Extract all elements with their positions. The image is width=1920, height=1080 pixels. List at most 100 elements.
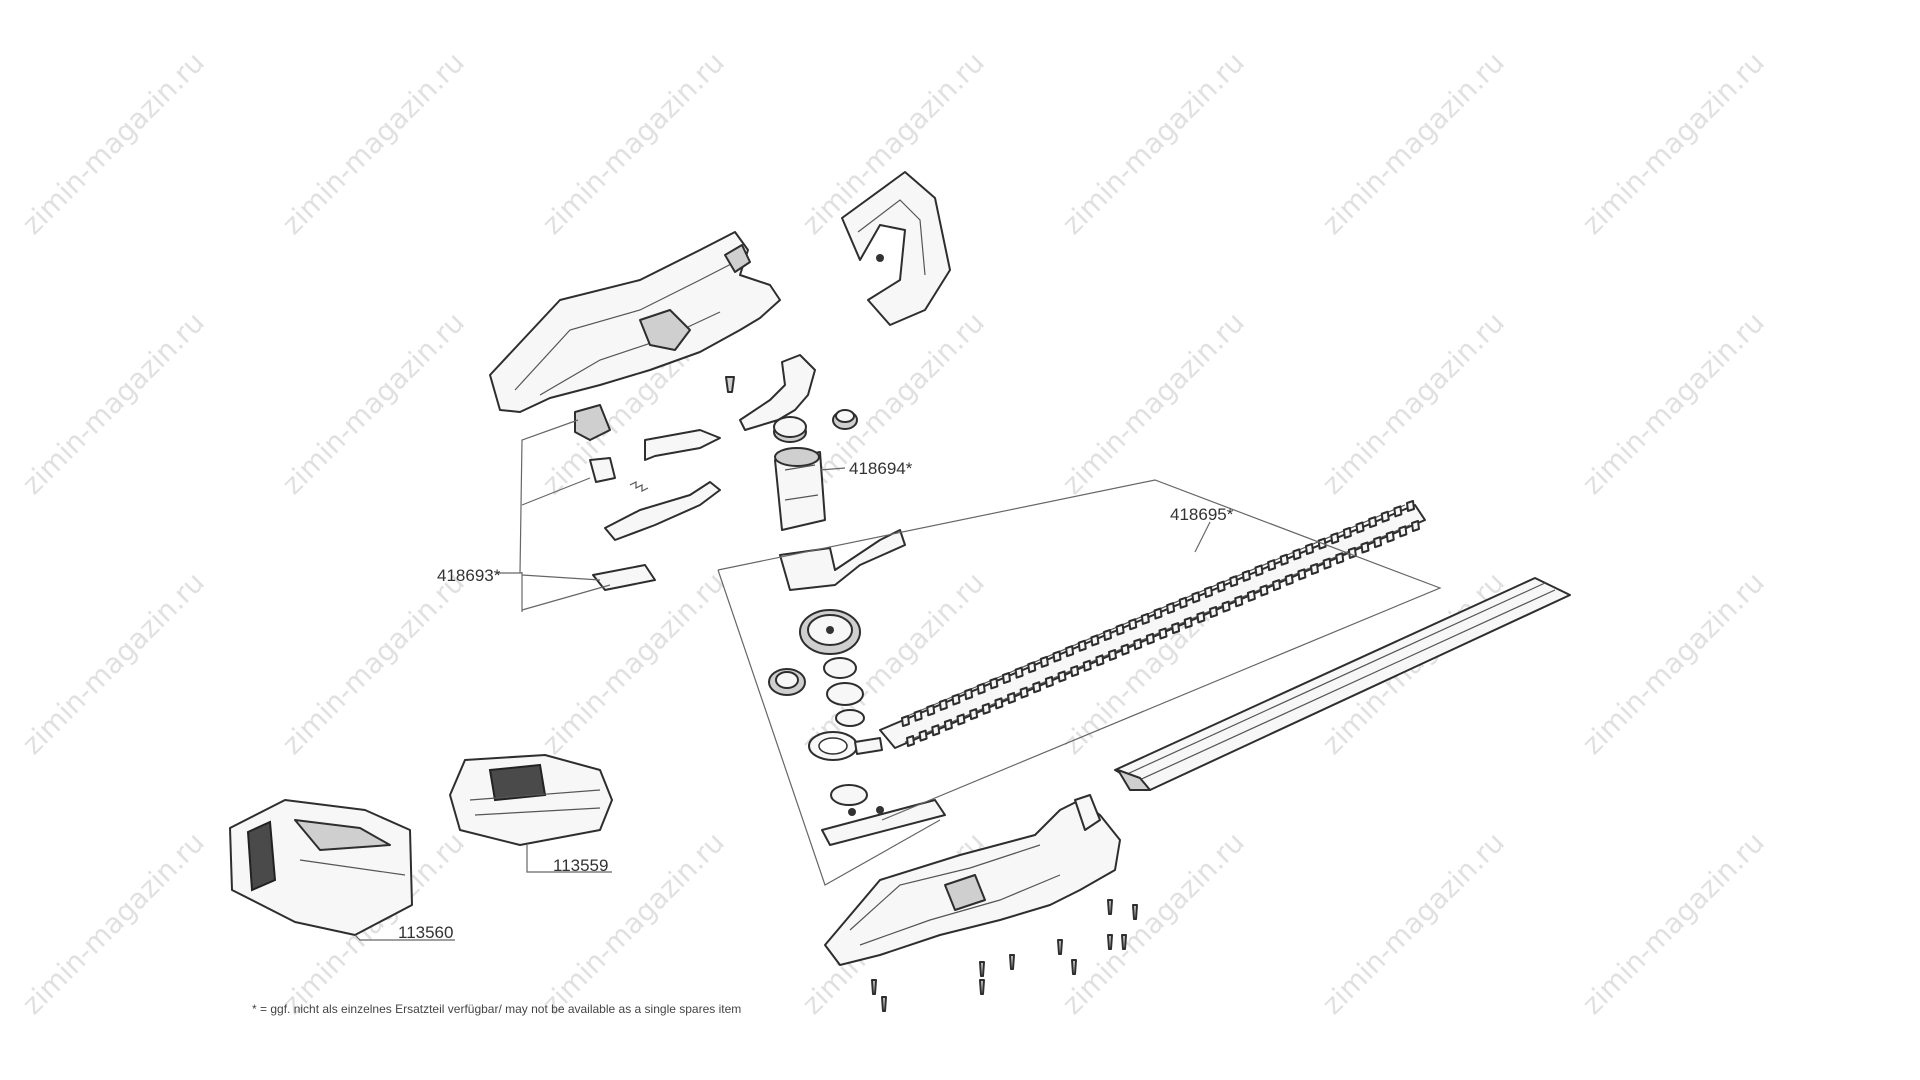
- blade-tooth: [918, 729, 928, 742]
- blade-tooth: [1373, 536, 1383, 549]
- watermark-text: zimin-magazin.ru: [16, 826, 211, 1021]
- watermark-text: zimin-magazin.ru: [276, 566, 471, 761]
- blade-tooth: [1019, 686, 1029, 699]
- battery-charger: [229, 799, 413, 936]
- blade-tooth: [1077, 639, 1087, 652]
- blade-tooth: [1393, 505, 1403, 518]
- blade-tooth: [1145, 632, 1155, 645]
- trigger-lever: [739, 354, 816, 431]
- blade-tooth: [1297, 568, 1307, 581]
- housing-screws: [871, 899, 1138, 1012]
- blade-tooth: [956, 713, 966, 726]
- blade-tooth: [989, 677, 999, 690]
- blade-tooth: [1368, 516, 1378, 529]
- label-418693: 418693*: [437, 566, 501, 585]
- blade-tooth: [1398, 525, 1408, 538]
- blade-tooth: [1216, 580, 1226, 593]
- watermark-text: zimin-magazin.ru: [276, 306, 471, 501]
- blade-tooth: [943, 718, 953, 731]
- blade-tooth: [1310, 563, 1319, 575]
- blade-tooth: [1335, 552, 1345, 565]
- blade-tooth: [1153, 607, 1163, 620]
- watermark-text: zimin-magazin.ru: [536, 566, 731, 761]
- blade-tooth: [964, 688, 974, 701]
- watermark-text: zimin-magazin.ru: [1316, 46, 1511, 241]
- blade-tooth: [1014, 666, 1024, 679]
- callout-lines: [354, 419, 1442, 941]
- watermark-text: zimin-magazin.ru: [1576, 46, 1771, 241]
- blade-tooth: [1120, 643, 1130, 656]
- watermark-text: zimin-magazin.ru: [1576, 306, 1771, 501]
- blade-tooth: [1259, 584, 1269, 597]
- screw: [725, 376, 735, 393]
- blade-tooth: [1183, 616, 1193, 629]
- watermark-text: zimin-magazin.ru: [1576, 566, 1771, 761]
- blade-tooth: [1234, 595, 1244, 608]
- lever-arm-upper: [644, 429, 721, 461]
- eccentric-disc-1: [823, 657, 857, 679]
- blade-tooth: [1115, 623, 1125, 636]
- blade-tooth: [1065, 645, 1075, 658]
- blade-assembly: [879, 500, 1426, 749]
- blade-tooth: [1039, 655, 1049, 668]
- motor: [774, 447, 826, 531]
- blade-tooth: [951, 693, 961, 706]
- blade-tooth: [1171, 622, 1181, 635]
- rubber-ring: [773, 416, 807, 443]
- watermark-text: zimin-magazin.ru: [16, 566, 211, 761]
- upper-housing-shell: [489, 231, 781, 413]
- blade-tooth: [1380, 510, 1390, 523]
- blade-tooth: [1191, 591, 1201, 604]
- lower-housing-shell: [824, 794, 1121, 966]
- watermark-text: zimin-magazin.ru: [536, 826, 731, 1021]
- blade-tooth: [1133, 638, 1143, 651]
- blade-tooth: [1128, 618, 1138, 631]
- watermark-text: zimin-magazin.ru: [1056, 306, 1251, 501]
- watermark-text: zimin-magazin.ru: [1056, 46, 1251, 241]
- blade-tooth: [1229, 575, 1239, 588]
- retaining-disc: [830, 784, 868, 806]
- blade-tooth: [1204, 586, 1213, 598]
- blade-tooth: [1140, 612, 1150, 625]
- gearbox-plate: [779, 529, 906, 591]
- watermark-text: zimin-magazin.ru: [276, 46, 471, 241]
- blade-tooth: [1082, 659, 1092, 672]
- footnote: * = ggf. nicht als einzelnes Ersatzteil …: [252, 1002, 741, 1016]
- switch-module: [574, 404, 616, 483]
- blade-tooth: [994, 697, 1004, 710]
- blade-tooth: [1158, 627, 1168, 640]
- spring-coil: [832, 409, 858, 430]
- label-418694: 418694*: [849, 459, 913, 478]
- spring: [629, 481, 649, 492]
- blade-tooth: [1032, 681, 1042, 694]
- battery-pack: [449, 754, 613, 846]
- pinion-gear: [768, 668, 806, 696]
- watermark-text: zimin-magazin.ru: [1576, 826, 1771, 1021]
- watermark-text: zimin-magazin.ru: [1316, 306, 1511, 501]
- front-handle-guard: [841, 171, 951, 326]
- blade-tooth: [1007, 692, 1016, 704]
- blade-tooth: [1342, 526, 1352, 539]
- blade-tooth: [1221, 600, 1231, 613]
- blade-tooth: [931, 724, 941, 737]
- blade-tooth: [1330, 532, 1340, 545]
- blade-tooth: [913, 709, 923, 722]
- blade-tooth: [1052, 650, 1062, 663]
- blade-tooth: [1166, 602, 1176, 615]
- blade-tooth: [1057, 670, 1067, 683]
- blade-tooth: [1002, 672, 1011, 684]
- drive-link: [808, 731, 883, 761]
- blade-tooth: [1209, 606, 1218, 618]
- blade-tooth: [1095, 654, 1105, 667]
- watermark-text: zimin-magazin.ru: [1316, 826, 1511, 1021]
- blade-tooth: [969, 708, 979, 721]
- eccentric-disc-3: [835, 709, 865, 727]
- blade-tooth: [1292, 548, 1302, 561]
- blade-tooth: [1070, 665, 1080, 678]
- blade-tooth: [1108, 649, 1117, 661]
- blade-tooth: [1355, 521, 1365, 534]
- label-113560: 113560: [398, 923, 453, 942]
- blade-teeth: [901, 500, 1420, 747]
- blade-tooth: [906, 735, 915, 747]
